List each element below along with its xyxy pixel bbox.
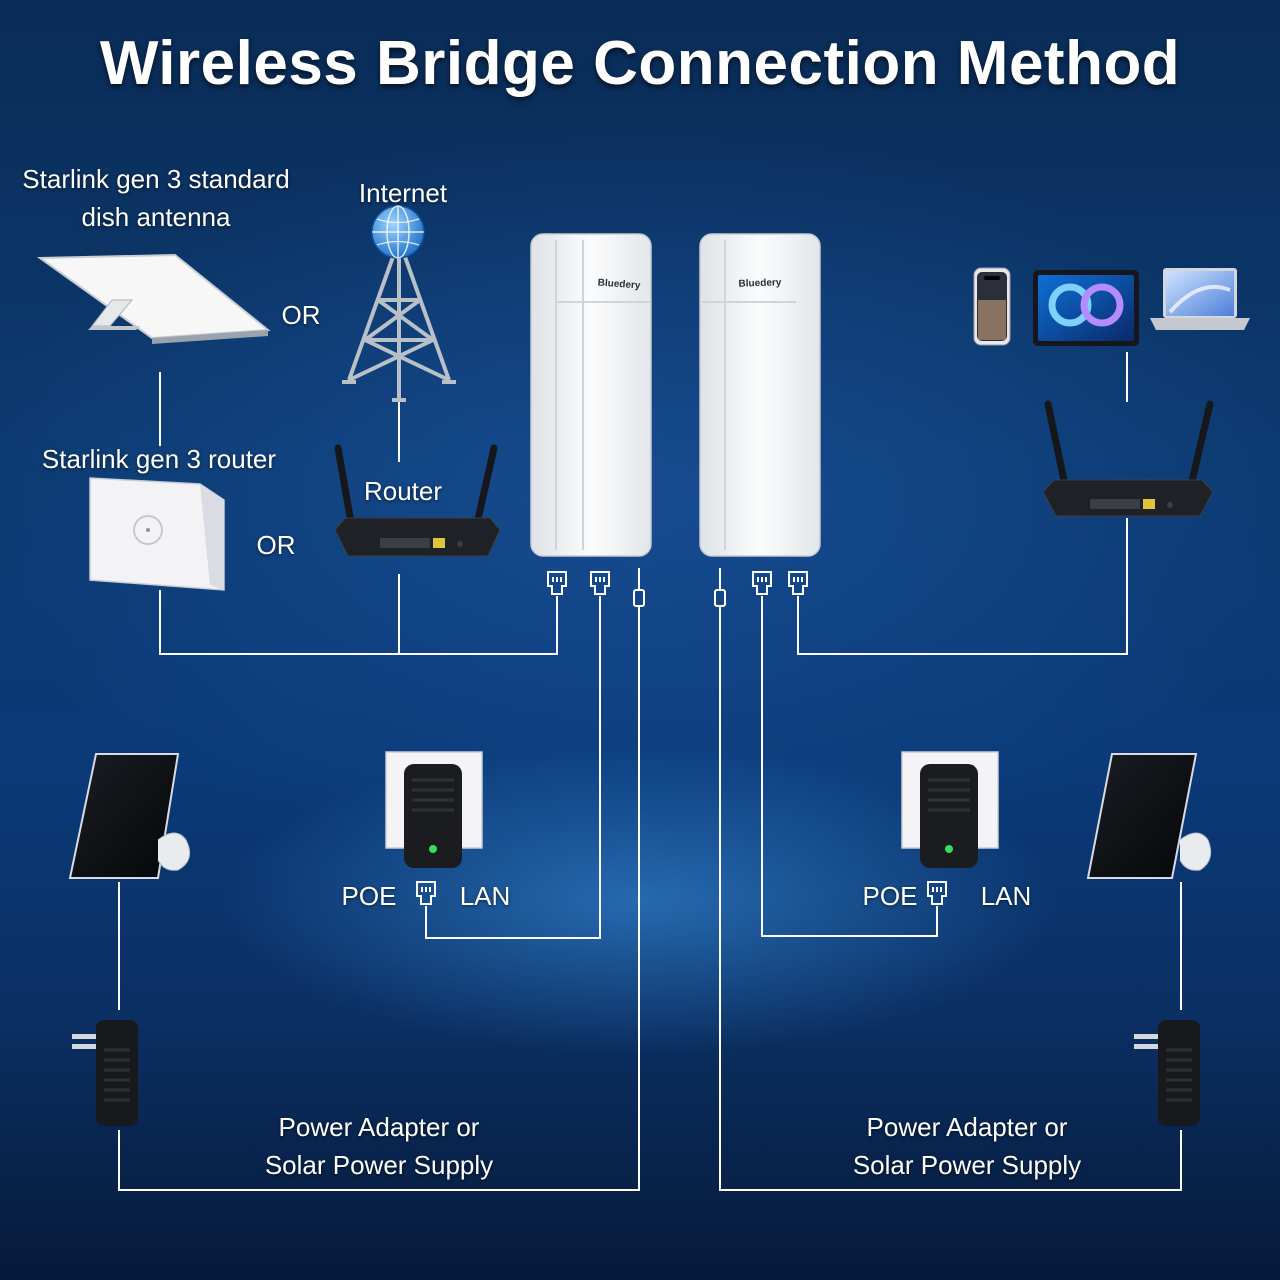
line-right-bridge-to-router [797,518,1128,655]
internet-label: Internet [358,178,448,208]
line-right-poe-to-bridge [761,596,938,937]
ethernet-port-icon [752,571,772,595]
outdoor-bridge-icon [530,233,652,557]
power-supply-label-right: Power Adapter or Solar Power Supply [836,1108,1098,1184]
wifi-router-icon [334,444,501,557]
power-supply-label-right-line2: Solar Power Supply [852,1150,1082,1180]
lan-label-left: LAN [459,881,511,911]
ethernet-port-icon [547,571,567,595]
line-right-power-to-bridge [719,624,1182,1191]
ethernet-port-icon [590,571,610,595]
starlink-router-label: Starlink gen 3 router [41,444,277,474]
dc-plug-icon [714,568,726,624]
wall-router-icon [89,477,225,591]
ethernet-port-icon [788,571,808,595]
dc-plug-icon [633,568,645,624]
or-label-mid: OR [256,530,296,560]
power-adapter-icon [72,1020,138,1126]
outdoor-bridge-icon [699,233,821,557]
or-label-top: OR [281,300,321,330]
line-source-to-left-bridge-lan [159,590,558,655]
ethernet-port-icon [927,881,947,905]
ethernet-port-icon [416,881,436,905]
poe-label-left: POE [341,881,397,911]
power-supply-label-right-line1: Power Adapter or [866,1112,1068,1142]
line-left-power-to-bridge [118,624,640,1191]
brand-label-right: Bluedery [738,277,782,290]
router-label: Router [363,476,443,506]
solar-panel-icon [68,753,191,879]
starlink-dish-label-line2: dish antenna [81,202,231,232]
lan-label-right: LAN [980,881,1032,911]
globe-icon [371,205,425,259]
power-supply-label-left: Power Adapter or Solar Power Supply [248,1108,510,1184]
cell-tower-icon [342,239,456,402]
poe-label-right: POE [862,881,918,911]
page-title: Wireless Bridge Connection Method [99,29,1181,98]
satellite-dish-icon [36,253,271,344]
wifi-router-icon [1042,400,1214,517]
tablet-icon [1033,270,1139,346]
power-supply-label-left-line1: Power Adapter or [278,1112,480,1142]
poe-injector-icon [901,751,999,868]
power-adapter-icon [1134,1020,1200,1126]
line-left-poe-to-bridge [425,596,601,939]
power-supply-label-left-line2: Solar Power Supply [264,1150,494,1180]
solar-panel-icon [1086,753,1212,879]
connection-lines [118,352,1182,1191]
poe-injector-icon [385,751,483,868]
starlink-dish-label-line1: Starlink gen 3 standard [22,164,290,194]
starlink-dish-label: Starlink gen 3 standard dish antenna [10,160,302,236]
laptop-icon [1150,268,1250,330]
smartphone-icon [973,267,1011,346]
